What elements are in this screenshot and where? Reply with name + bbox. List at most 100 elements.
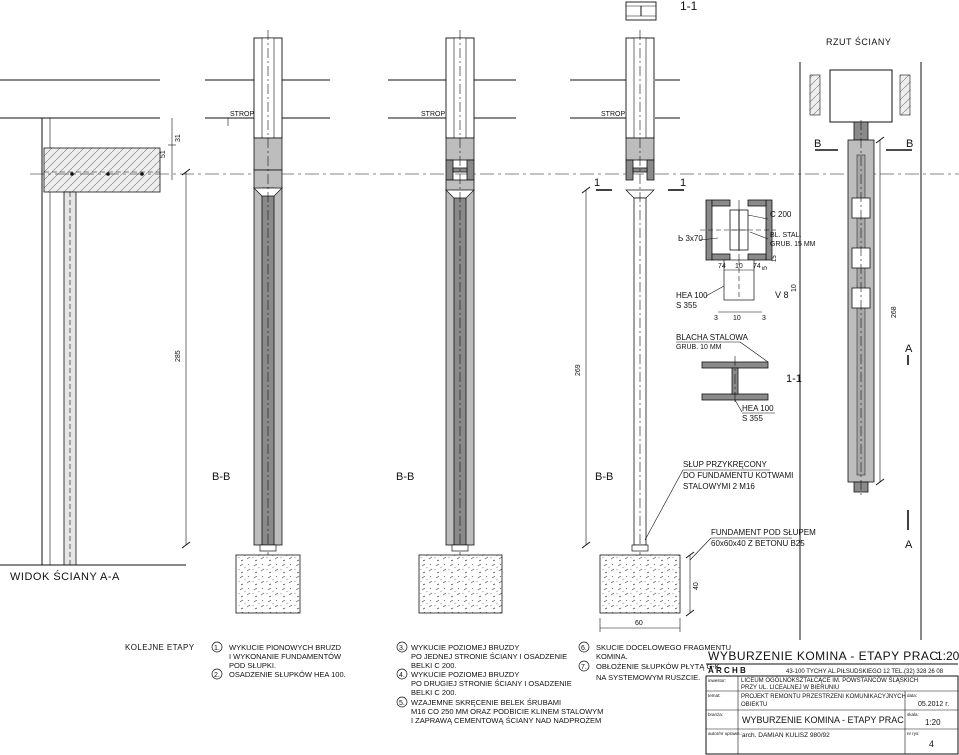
temat-line-2: OBIEKTU [741, 702, 767, 708]
stage-item: 2. OSADZENIE SŁUPKÓW HEA 100. [211, 668, 346, 680]
skala-label: skala: [907, 712, 919, 717]
dim-5: 5 [762, 266, 769, 270]
dim-10-side: 10 [791, 284, 798, 292]
stage-text-line: OBŁOŻENIE SŁUPKÓW PŁYTĄ G-K [596, 662, 720, 671]
strop-label-3: STROP [601, 111, 625, 118]
section-stage-1: STROP B-B [205, 30, 330, 614]
stage-number: 5. [399, 700, 405, 707]
stage-item: 1. WYKUCIE PIONOWYCH BRUZD I WYKONANIE F… [211, 641, 342, 670]
stage-text-line: M16 CO 250 MM ORAZ PODBICIE KLINEM STALO… [411, 707, 603, 716]
stage-number: 4. [399, 672, 405, 679]
dim-268: 268 [891, 306, 898, 318]
plan-b-left: B [814, 138, 821, 150]
section-stage-2: STROP B-B [388, 30, 516, 614]
bb-label-1: B-B [212, 471, 230, 483]
plate-size-label: Ь 3x70 [678, 234, 703, 243]
stage-text-line: I ZAPRAWĄ CEMENTOWĄ ŚCIANY NAD NADPROŻEM [411, 716, 601, 725]
stage-text-line: WZAJEMNE SKRĘCENIE BELEK ŚRUBAMI [411, 698, 561, 707]
slup-label-3: STALOWYMI 2 M16 [683, 482, 755, 491]
one-one-label: 1-1 [786, 373, 802, 385]
plan-a-bottom: A [905, 539, 913, 551]
stage-item: 6. SKUCIE DOCELOWEGO FRAGMENTU KOMINA. [578, 641, 731, 661]
plan-view: RZUT ŚCIANY 268 B B A A [799, 36, 922, 640]
hea-bot-label-1: HEA 100 [742, 404, 774, 413]
firm-address: 43-100 TYCHY AL.PIŁSUDSKIEGO 12 TEL.(32)… [786, 669, 944, 675]
dim-40: 40 [693, 582, 700, 590]
section-mark-1-1: 1-1 [625, 0, 698, 21]
drawing-title: WYBURZENIE KOMINA - ETAPY PRAC [742, 715, 904, 725]
fund-label-1: FUNDAMENT POD SŁUPEM [711, 528, 816, 537]
stages-title: KOLEJNE ETAPY [125, 643, 195, 652]
stage-text-line: OSADZENIE SŁUPKÓW HEA 100. [229, 670, 346, 679]
data-label: data: [907, 693, 917, 698]
blacha-label-1: BLACHA STALOWA [676, 333, 749, 342]
branza-label: branża: [708, 712, 723, 717]
title-block: WYBURZENIE KOMINA - ETAPY PRAC 1:20 Ā R … [705, 649, 959, 755]
temat-line-1: PROJEKT REMONTU PRZESTRZENI KOMUNIKACYJN… [741, 694, 906, 700]
stage-number: 3. [399, 645, 405, 652]
cut-mark-right: 1 [680, 177, 686, 189]
bl-stal-label-2: GRUB. 15 MM [770, 241, 816, 248]
dim-285: 285 [175, 350, 182, 362]
dim-10-top: 10 [735, 263, 743, 270]
strop-label-2: STROP [421, 111, 445, 118]
stage-number: 7. [581, 664, 587, 671]
bb-label-3: B-B [595, 471, 613, 483]
stage-number: 6. [581, 645, 587, 652]
hea-top-label-1: HEA 100 [676, 291, 708, 300]
slup-label-2: DO FUNDAMENTU KOTWAMI [683, 471, 793, 480]
detail-connection: 74 10 74 5 15 10 3 10 3 V 8 Ь 3x70 C 200… [644, 199, 816, 561]
dim-74-left: 74 [718, 263, 726, 270]
stages-list: KOLEJNE ETAPY 1. WYKUCIE PIONOWYCH BRUZD… [125, 641, 731, 725]
stage-text-line: WYKUCIE PIONOWYCH BRUZD [229, 643, 342, 652]
dim-269: 269 [575, 364, 582, 376]
weld-8: V 8 [775, 290, 789, 300]
inwestor-line-2: PRZY UL. LICEALNEJ W BIERUNIU [741, 685, 839, 691]
firm-logo: Ā R C H B [708, 666, 746, 675]
c200-label: C 200 [770, 210, 792, 219]
stage-text-line: WYKUCIE POZIOMEJ BRUZDY [411, 670, 519, 679]
stage-item: 3. WYKUCIE POZIOMEJ BRUZDY PO JEDNEJ STR… [396, 641, 567, 670]
stage-text-line: SKUCIE DOCELOWEGO FRAGMENTU [596, 643, 731, 652]
dim-10-bottom: 10 [733, 315, 741, 322]
section-mark-label: 1-1 [680, 0, 698, 13]
stage-text-line: BELKI C 200. [411, 688, 456, 697]
inwestor-line-1: LICEUM OGÓLNOKSZTAŁCĄCE IM. POWSTAŃCÓW Ś… [741, 676, 918, 684]
cut-mark-left: 1 [594, 177, 600, 189]
view-title: WIDOK ŚCIANY A-A [10, 570, 120, 583]
autor-label: autor/nr uprawn.: [708, 731, 742, 736]
bl-stal-label-1: BL. STAL. [770, 232, 801, 239]
nr-value: 4 [929, 739, 934, 749]
fund-label-2: 60x60x40 Z BETONU B25 [711, 539, 805, 548]
stage-text-line: I WYKONANIE FUNDAMENTÓW [229, 652, 342, 661]
dim-15: 15 [772, 255, 778, 262]
stage-item: 5. WZAJEMNE SKRĘCENIE BELEK ŚRUBAMI M16 … [396, 696, 603, 725]
stage-item: 7. OBŁOŻENIE SŁUPKÓW PŁYTĄ G-K NA SYSTEM… [578, 660, 720, 682]
section-stage-3: STROP B-B 1 1 269 60 40 [570, 30, 700, 632]
plan-b-right: B [906, 138, 913, 150]
dim-3-left: 3 [714, 315, 718, 322]
stage-text-line: PO DRUGIEJ STRONIE ŚCIANY I OSADZENIE [411, 679, 572, 688]
hea-top-label-2: S 355 [676, 301, 697, 310]
data-value: 05.2012 r. [918, 701, 949, 708]
stage-number: 1. [214, 645, 220, 652]
blacha-label-2: GRUB. 10 MM [676, 344, 722, 351]
plan-title: RZUT ŚCIANY [826, 36, 891, 47]
inwestor-label: inwestor: [708, 678, 726, 683]
dim-60: 60 [635, 620, 643, 627]
dim-31: 31 [175, 134, 182, 142]
stage-text-line: NA SYSTEMOWYM RUSZCIE. [596, 673, 700, 682]
stage-text-line: KOMINA. [596, 652, 628, 661]
hea-bot-label-2: S 355 [742, 414, 763, 423]
view-wall-a-a: WIDOK ŚCIANY A-A 51 31 285 [0, 79, 959, 583]
titleblock-scale: 1:20 [936, 649, 959, 663]
nr-label: nr rys: [907, 731, 920, 736]
stage-text-line: PO JEDNEJ STRONIE ŚCIANY I OSADZENIE [411, 652, 567, 661]
stage-text-line: BELKI C 200. [411, 661, 456, 670]
bb-label-2: B-B [396, 471, 414, 483]
stage-text-line: POD SŁUPKI. [229, 661, 276, 670]
slup-label-1: SŁUP PRZYKRĘCONY [683, 460, 768, 469]
dim-74-right: 74 [753, 263, 761, 270]
stage-number: 2. [214, 672, 220, 679]
